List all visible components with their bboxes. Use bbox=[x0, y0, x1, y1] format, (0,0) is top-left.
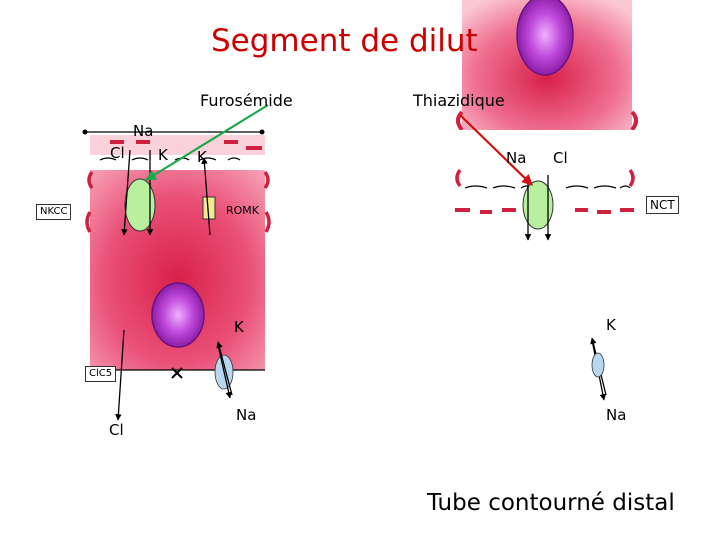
furosemide-label: Furosémide bbox=[200, 93, 293, 109]
ion-k-left: K bbox=[158, 148, 168, 163]
top-cell bbox=[458, 0, 636, 130]
thiazide-label: Thiazidique bbox=[413, 93, 505, 109]
ion-k-romk: K bbox=[197, 150, 207, 165]
ion-na-right: Na bbox=[506, 151, 526, 166]
top-nucleus bbox=[517, 0, 573, 75]
clc5-label: ClC5 bbox=[85, 366, 116, 382]
ion-k-basolateral-right: K bbox=[606, 318, 616, 333]
left-nucleus bbox=[152, 283, 204, 347]
ion-na-left: Na bbox=[133, 124, 153, 139]
ion-cl-basolateral: Cl bbox=[109, 423, 124, 438]
caption: Tube contourné distal bbox=[427, 492, 675, 515]
ion-cl-right: Cl bbox=[553, 151, 568, 166]
right-cell bbox=[455, 130, 635, 400]
ion-na-basolateral-right: Na bbox=[606, 408, 626, 423]
page-title: Segment de dilut bbox=[211, 26, 478, 57]
right-na-k-pump bbox=[592, 353, 604, 377]
romk-label: ROMK bbox=[226, 205, 259, 216]
nct-label: NCT bbox=[646, 196, 679, 214]
ion-cl-left: Cl bbox=[110, 146, 125, 161]
ion-na-basolateral-left: Na bbox=[236, 408, 256, 423]
nkcc-label: NKCC bbox=[36, 204, 71, 220]
ion-k-basolateral-left: K bbox=[234, 320, 244, 335]
